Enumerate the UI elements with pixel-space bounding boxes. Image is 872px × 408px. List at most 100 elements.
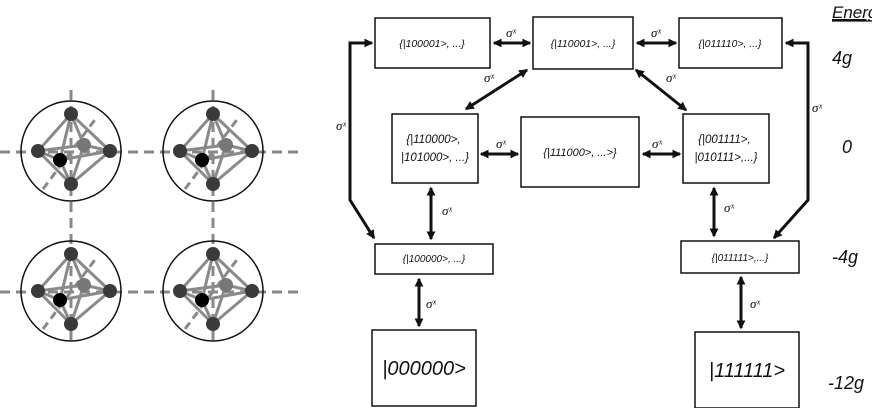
state-box-111111 bbox=[694, 331, 800, 408]
lattice-dashed-lines bbox=[0, 90, 300, 345]
operator-label: σˣ bbox=[484, 70, 494, 85]
octahedron-edge bbox=[211, 112, 254, 153]
octahedron-edge bbox=[178, 289, 215, 326]
atom-dot bbox=[219, 138, 233, 152]
operator-label: σˣ bbox=[442, 203, 452, 218]
atom-dot bbox=[31, 284, 45, 298]
octahedron-edge bbox=[178, 253, 215, 292]
atom-dot bbox=[206, 317, 220, 331]
atom-dot bbox=[206, 107, 220, 121]
unit-circle bbox=[162, 100, 264, 202]
atom-dot bbox=[219, 278, 233, 292]
energy-level-4g: 4g bbox=[832, 48, 852, 68]
atom-dot bbox=[103, 284, 117, 298]
unit-circle bbox=[162, 240, 264, 342]
octahedron-edge bbox=[178, 149, 215, 186]
atom-dot bbox=[64, 107, 78, 121]
energy-level-minus-4g: -4g bbox=[832, 247, 858, 267]
octahedron-edge bbox=[36, 113, 73, 152]
svg-text:{|110001>, ...}: {|110001>, ...} bbox=[551, 38, 616, 50]
svg-text:{|011110>, ...}: {|011110>, ...} bbox=[698, 38, 762, 50]
state-label-111111: |111111> bbox=[709, 360, 785, 382]
state-box-110000 bbox=[391, 113, 479, 184]
atom-dot bbox=[64, 177, 78, 191]
atom-dot bbox=[173, 284, 187, 298]
operator-label: σˣ bbox=[496, 136, 506, 151]
svg-text:|111111>: |111111> bbox=[709, 360, 785, 382]
lattice-illustration bbox=[0, 90, 300, 345]
arrow-110001-110000 bbox=[464, 68, 529, 111]
atom-dot bbox=[103, 144, 117, 158]
state-box-011111 bbox=[680, 240, 800, 274]
state-label-110001: {|110001>, ...} bbox=[551, 38, 616, 50]
atom-dot bbox=[195, 293, 209, 307]
state-box-100001 bbox=[374, 17, 491, 69]
operator-labels: σˣ σˣ σˣ σˣ σˣ σˣ σˣ σˣ σˣ σˣ σˣ σˣ bbox=[336, 25, 822, 311]
atom-dot bbox=[64, 317, 78, 331]
octahedron-edge bbox=[69, 112, 112, 153]
state-box-001111 bbox=[682, 113, 770, 184]
octahedron-edge bbox=[201, 289, 253, 302]
octahedron-edge bbox=[36, 149, 73, 186]
state-label-111000: {|111000>, ...>} bbox=[543, 147, 617, 159]
state-label-011110: {|011110>, ...} bbox=[698, 38, 762, 50]
operator-label: σˣ bbox=[651, 25, 661, 40]
operator-label: σˣ bbox=[652, 136, 662, 151]
octahedron-edge bbox=[212, 149, 253, 186]
state-box-100000 bbox=[374, 243, 494, 275]
state-label-110000-line2: |101000>, ...} bbox=[401, 152, 469, 164]
energy-level-minus-12g: -12g bbox=[828, 373, 864, 393]
diagonal-axis bbox=[183, 256, 241, 330]
octahedron-cell bbox=[162, 100, 264, 202]
svg-text:{|100001>, ...}: {|100001>, ...} bbox=[399, 38, 465, 50]
atom-dot bbox=[53, 153, 67, 167]
atom-dot bbox=[53, 293, 67, 307]
operator-label: σˣ bbox=[750, 296, 760, 311]
diagonal-axis bbox=[41, 116, 99, 190]
svg-text:{|110000>, |101000>, ...: {|110000>, |101000>, ...} bbox=[401, 134, 469, 164]
operator-label: σˣ bbox=[336, 118, 346, 133]
octahedron-edge bbox=[58, 253, 73, 301]
atom-dot bbox=[206, 177, 220, 191]
operator-label: σˣ bbox=[506, 25, 516, 40]
atom-dot bbox=[77, 138, 91, 152]
energy-level-0: 0 bbox=[842, 137, 852, 157]
svg-text:{|001111>, |010111>,...}: {|001111>, |010111>,...} bbox=[695, 134, 758, 164]
svg-text:{|111000>, ...>}: {|111000>, ...>} bbox=[543, 147, 617, 159]
atom-dot bbox=[77, 278, 91, 292]
unit-circle bbox=[20, 100, 122, 202]
energy-header: Energy bbox=[832, 3, 872, 22]
atom-dot bbox=[245, 284, 259, 298]
state-label-110000-line1: {|110000>, bbox=[406, 134, 460, 146]
state-box-000000 bbox=[371, 329, 477, 407]
atom-dot bbox=[245, 144, 259, 158]
state-box-110001 bbox=[532, 16, 634, 70]
state-labels: {|100001>, ...} {|110001>, ...} {|011110… bbox=[382, 38, 785, 382]
octahedron-edge bbox=[36, 253, 73, 292]
energy-axis: Energy 4g 0 -4g -12g bbox=[828, 3, 872, 393]
octahedron-cell bbox=[162, 240, 264, 342]
svg-text:|000000>: |000000> bbox=[382, 358, 466, 380]
octahedron-edge bbox=[178, 113, 215, 152]
octahedron-edge bbox=[59, 149, 111, 162]
state-label-001111-line2: |010111>,...} bbox=[695, 152, 758, 164]
state-label-001111-line1: {|001111>, bbox=[698, 134, 751, 146]
octahedron-edge bbox=[200, 113, 215, 161]
state-label-000000: |000000> bbox=[382, 358, 466, 380]
octahedron-edge bbox=[69, 252, 112, 293]
state-label-011111: {|011111>,...} bbox=[712, 253, 769, 264]
octahedron-edge bbox=[200, 253, 215, 301]
operator-label: σˣ bbox=[666, 70, 676, 85]
state-box-111000 bbox=[520, 116, 640, 188]
atom-dot bbox=[195, 153, 209, 167]
state-boxes bbox=[371, 16, 800, 408]
diagonal-axis bbox=[183, 116, 241, 190]
atom-dot bbox=[31, 144, 45, 158]
diagonal-axis bbox=[41, 256, 99, 330]
transition-arrows bbox=[348, 38, 810, 330]
octahedron-edge bbox=[58, 113, 73, 161]
octahedron-edge bbox=[211, 252, 254, 293]
state-label-100001: {|100001>, ...} bbox=[399, 38, 465, 50]
octahedron-edge bbox=[59, 289, 111, 302]
